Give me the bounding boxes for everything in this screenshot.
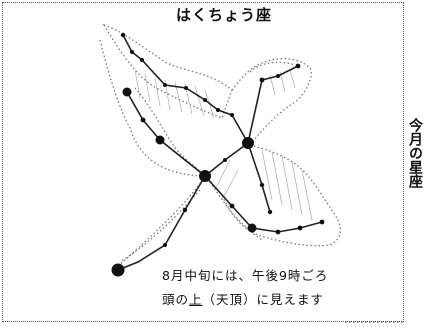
star	[275, 229, 281, 235]
star	[203, 98, 207, 102]
star	[297, 225, 303, 231]
star	[163, 83, 167, 87]
star	[163, 243, 167, 247]
constellation-lines	[117, 34, 323, 271]
swan-outline	[99, 23, 342, 271]
star	[223, 158, 227, 162]
star	[247, 223, 257, 233]
star-deneb	[199, 170, 211, 182]
constellation-title: はくちょう座	[176, 6, 273, 24]
star	[120, 32, 126, 38]
star	[184, 86, 188, 90]
star	[259, 77, 265, 83]
star	[140, 58, 144, 62]
star	[229, 203, 235, 209]
star	[155, 135, 165, 145]
star	[140, 117, 146, 123]
star-sadr	[242, 137, 254, 149]
caption-line2-pre: 頭の	[162, 292, 190, 307]
stars	[111, 32, 325, 277]
star	[319, 219, 325, 225]
star	[122, 87, 132, 97]
caption-line1: 8月中旬には、午後9時ごろ	[162, 268, 329, 283]
caption: 8月中旬には、午後9時ごろ 頭の上（天頂）に見えます	[162, 264, 328, 312]
caption-line2-post: （天頂）に見えます	[202, 292, 325, 307]
side-label: 今月の星座	[407, 118, 423, 188]
star	[216, 108, 220, 112]
card-frame	[2, 2, 404, 322]
star	[130, 50, 134, 54]
star	[182, 207, 188, 213]
caption-line2-underlined: 上	[189, 292, 203, 307]
star	[259, 182, 265, 188]
star	[295, 63, 301, 69]
star-albireo	[111, 263, 125, 277]
star	[276, 74, 280, 78]
star	[230, 113, 234, 117]
star	[267, 209, 273, 215]
